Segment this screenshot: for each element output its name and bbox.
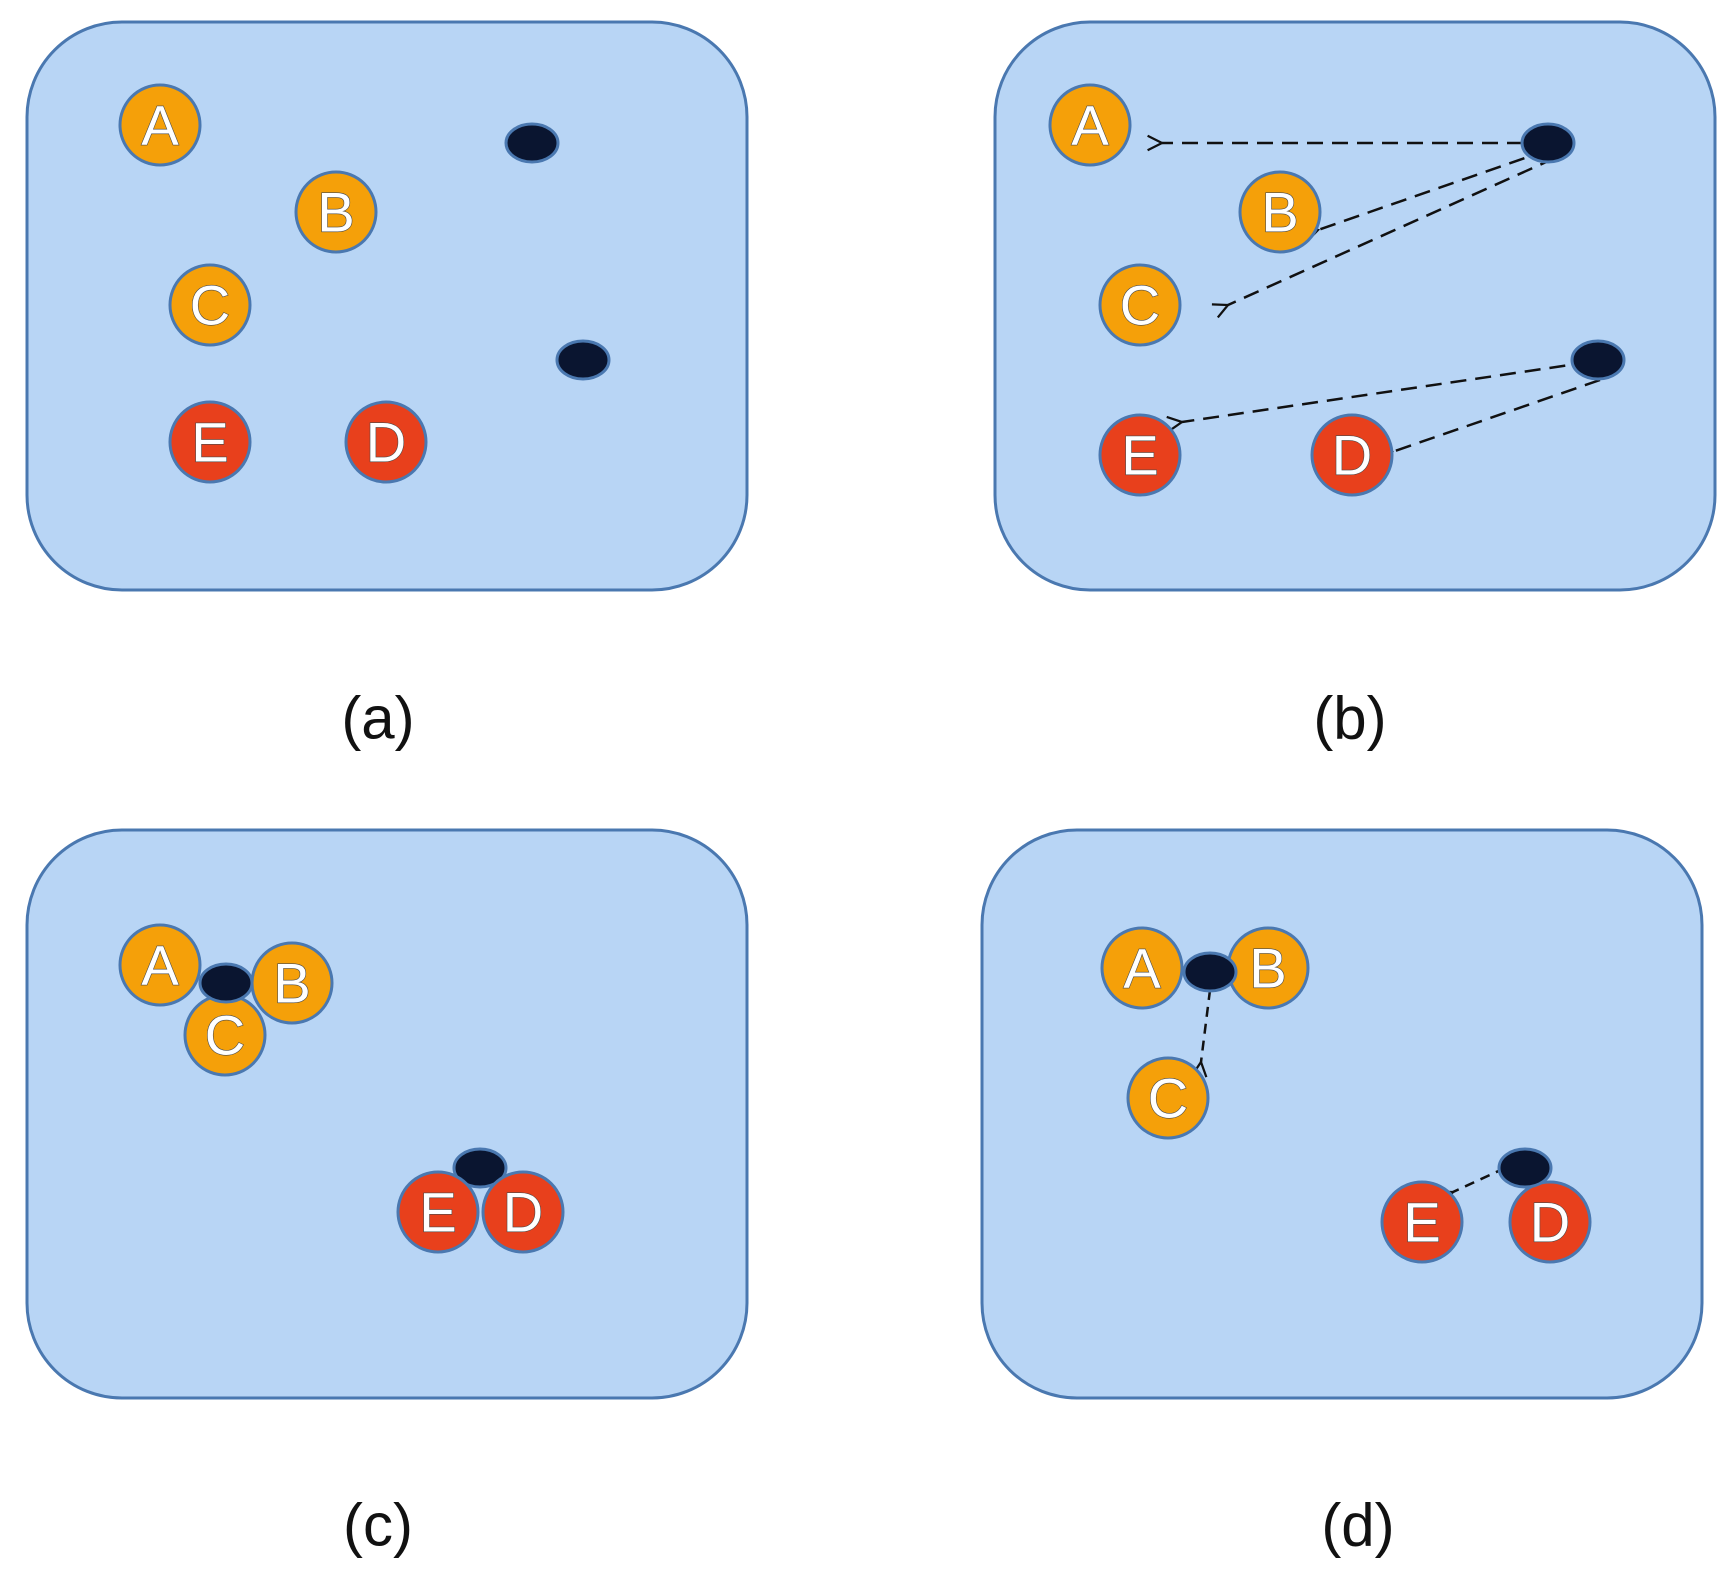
- panel-c-node-A: A: [118, 923, 202, 1007]
- node-circle: [1126, 1056, 1210, 1140]
- panel-d-node-A: A: [1100, 926, 1184, 1010]
- arrow-centroid1-to-C: [1201, 989, 1212, 1062]
- centroid-1: [198, 962, 254, 1004]
- node-circle: [1048, 83, 1132, 167]
- panel-c-node-D: D: [481, 1170, 565, 1254]
- panel-d-node-D: D: [1508, 1180, 1592, 1264]
- node-label: D: [503, 1181, 543, 1244]
- node-label: E: [1121, 424, 1158, 487]
- node-circle: [294, 170, 378, 254]
- panel-c-caption: (c): [343, 1492, 413, 1559]
- centroid-2: [452, 1147, 508, 1189]
- centroid-1: [504, 122, 560, 164]
- arrow-centroid2-to-E: [1182, 360, 1591, 422]
- node-circle: [481, 1170, 565, 1254]
- node-circle: [344, 400, 428, 484]
- node-label: C: [1148, 1067, 1188, 1130]
- panel-a-caption: (a): [341, 685, 414, 752]
- panel-a-node-B: B: [294, 170, 378, 254]
- panel-c-box: [25, 828, 749, 1400]
- centroid-1: [1520, 122, 1576, 164]
- node-label: D: [366, 411, 406, 474]
- node-circle: [1380, 1180, 1464, 1264]
- node-label: C: [205, 1004, 245, 1067]
- node-label: B: [273, 952, 310, 1015]
- centroid-2: [1570, 339, 1626, 381]
- panel-c-node-B: B: [250, 941, 334, 1025]
- node-label: B: [1249, 937, 1286, 1000]
- node-circle: [1310, 413, 1394, 497]
- node-circle: [168, 400, 252, 484]
- centroid-2: [555, 339, 611, 381]
- panel-d-node-B: B: [1226, 926, 1310, 1010]
- arrow-centroid1-to-C: [1228, 156, 1556, 305]
- node-circle: [118, 83, 202, 167]
- panel-b: A B C E D (b): [993, 20, 1717, 752]
- node-label: B: [1261, 181, 1298, 244]
- panel-a: A B C E D (a): [25, 20, 749, 752]
- panel-c-node-C: C: [183, 993, 267, 1077]
- panel-b-node-B: B: [1238, 170, 1322, 254]
- panel-c-node-E: E: [396, 1170, 480, 1254]
- panel-a-node-D: D: [344, 400, 428, 484]
- node-circle: [1238, 170, 1322, 254]
- node-circle: [118, 923, 202, 1007]
- node-label: D: [1530, 1191, 1570, 1254]
- panel-b-node-E: E: [1098, 413, 1182, 497]
- panel-c: A B C E D (c): [25, 828, 749, 1559]
- panel-b-node-D: D: [1310, 413, 1394, 497]
- node-label: E: [191, 411, 228, 474]
- node-circle: [396, 1170, 480, 1254]
- node-label: D: [1332, 424, 1372, 487]
- node-label: A: [1071, 94, 1109, 157]
- panel-a-node-E: E: [168, 400, 252, 484]
- node-label: A: [141, 934, 179, 997]
- node-circle: [168, 263, 252, 347]
- arrow-centroid2-to-D: [1392, 378, 1601, 452]
- arrow-centroid1-to-B: [1318, 148, 1549, 230]
- node-label: B: [317, 181, 354, 244]
- centroid-2: [1497, 1147, 1553, 1189]
- node-circle: [1100, 926, 1184, 1010]
- arrow-centroid2-to-E: [1453, 1166, 1506, 1192]
- panel-a-node-C: C: [168, 263, 252, 347]
- panel-b-node-A: A: [1048, 83, 1132, 167]
- panel-d: A B C E D (d): [980, 828, 1704, 1559]
- node-label: A: [141, 94, 179, 157]
- panel-d-node-E: E: [1380, 1180, 1464, 1264]
- panel-d-caption: (d): [1321, 1492, 1394, 1559]
- node-label: A: [1123, 937, 1161, 1000]
- panel-b-caption: (b): [1313, 685, 1386, 752]
- node-label: C: [190, 274, 230, 337]
- panel-a-node-A: A: [118, 83, 202, 167]
- node-label: C: [1120, 274, 1160, 337]
- panel-b-node-C: C: [1098, 263, 1182, 347]
- centroid-1: [1182, 951, 1238, 993]
- node-circle: [1098, 413, 1182, 497]
- node-label: E: [1403, 1191, 1440, 1254]
- node-circle: [1098, 263, 1182, 347]
- panel-d-node-C: C: [1126, 1056, 1210, 1140]
- node-circle: [1508, 1180, 1592, 1264]
- panel-d-box: [980, 828, 1704, 1400]
- node-label: E: [419, 1181, 456, 1244]
